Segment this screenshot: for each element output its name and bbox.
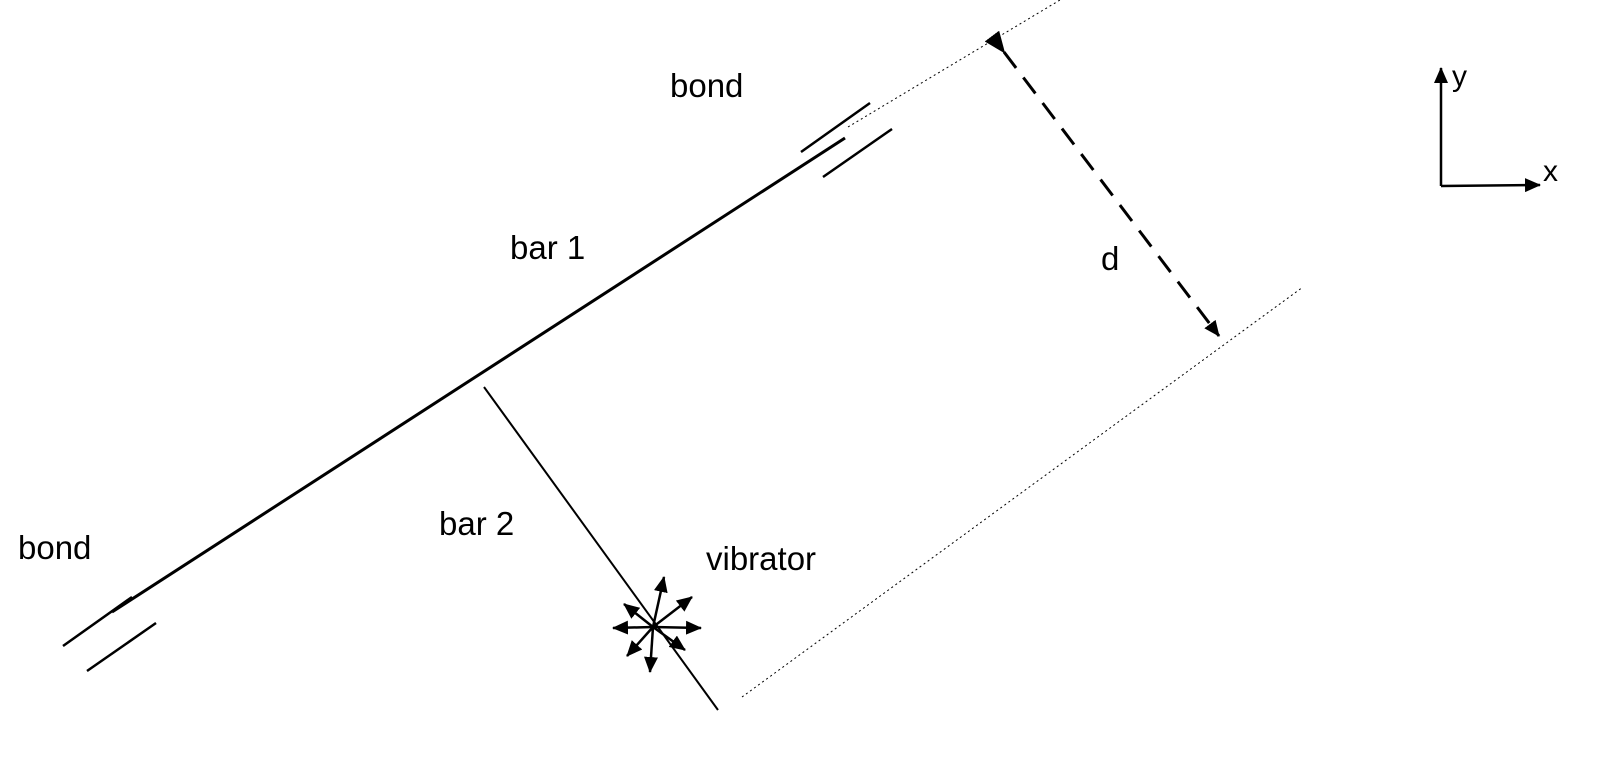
y-axis-label: y xyxy=(1452,60,1467,93)
distance-arrow xyxy=(984,30,1221,337)
bond-label-top: bond xyxy=(670,67,743,104)
vibrator-label: vibrator xyxy=(706,540,816,577)
bond-label-left: bond xyxy=(18,529,91,566)
bar-1-label: bar 1 xyxy=(510,229,585,266)
bar-2-label: bar 2 xyxy=(439,505,514,542)
distance-label: d xyxy=(1101,240,1119,277)
coordinate-axes xyxy=(1434,67,1541,193)
star-of-arrows-icon xyxy=(612,576,702,673)
reference-line-top xyxy=(847,0,1061,128)
bond-symbol-top xyxy=(800,101,893,179)
reference-line-bottom xyxy=(741,286,1304,698)
x-axis-arrow xyxy=(1440,178,1541,193)
bar-1 xyxy=(111,136,846,614)
bond-symbol-left xyxy=(62,595,157,673)
x-axis-label: x xyxy=(1543,155,1558,188)
bar-2 xyxy=(483,386,719,711)
